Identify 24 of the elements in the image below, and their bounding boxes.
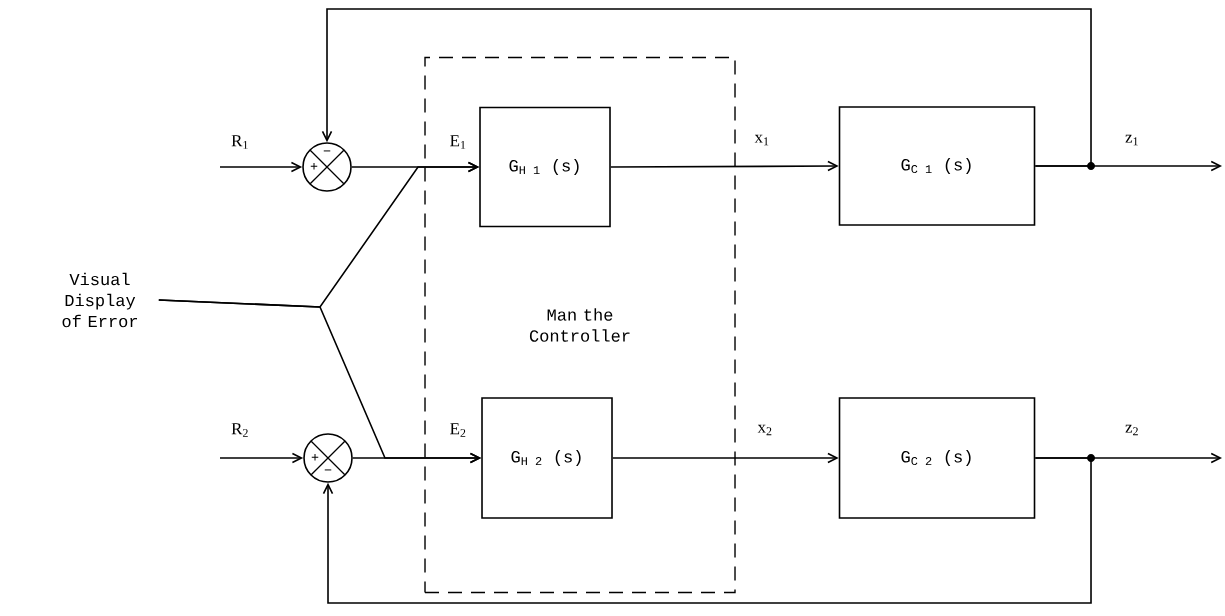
signal-arrow [610,160,839,172]
sign: + [311,454,319,461]
signal-label: x$_{1}$ [754,134,769,146]
signal-arrow [321,8,1092,167]
input-label: Visual Display of Error [62,272,137,328]
transfer-function-box: G$_{C 1}$ (s) [838,106,1036,226]
signal-arrow [219,452,304,464]
signal-label: R$_{1}$ [231,135,248,149]
signal-label: R$_{2}$ [231,423,248,437]
signal-label: E$_{2}$ [450,423,466,437]
sign: + [310,163,318,170]
transfer-function-box: G$_{H 2}$ (s) [481,397,613,519]
signal-label: E$_{1}$ [450,135,466,149]
sign: − [323,150,331,152]
signal-arrow [612,452,839,464]
signal-label: x$_{2}$ [757,424,772,436]
signal-label: z$_{2}$ [1125,424,1138,436]
signal-arrow [219,161,303,173]
signal-arrow [322,457,1092,604]
transfer-function-box: G$_{C 2}$ (s) [838,397,1036,519]
signal-arrow [158,299,482,464]
signal-label: z$_{1}$ [1125,134,1138,146]
sign: − [324,469,332,471]
transfer-function-box: G$_{H 1}$ (s) [479,106,611,228]
